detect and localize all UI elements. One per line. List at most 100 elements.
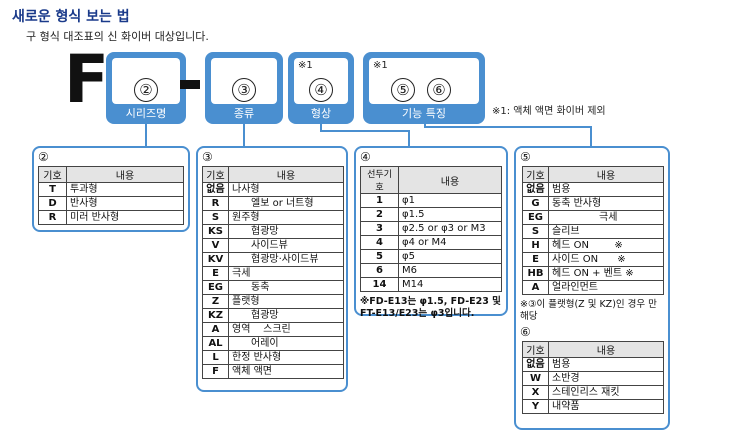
function-number-6: ⑥ — [427, 78, 451, 102]
code-cell: E — [522, 252, 549, 267]
shape-footnote-2: FT-E13/E23는 φ3입니다. — [360, 308, 475, 319]
content-cell: 범용 — [548, 182, 664, 197]
content-cell: 협광망 — [228, 308, 344, 323]
code-box-shape: ※1 ④ 형상 — [288, 52, 354, 124]
code-cell: 14 — [360, 277, 399, 292]
content-cell: 범용 — [548, 357, 664, 372]
code-cell: KV — [202, 252, 229, 267]
code-cell: X — [522, 385, 549, 400]
code-cell: Z — [202, 294, 229, 309]
content-cell: 투과형 — [66, 182, 184, 197]
table-header-row: 기호 내용 — [202, 166, 344, 183]
content-cell: 사이드뷰 — [228, 238, 344, 253]
content-cell: φ1.5 — [398, 207, 502, 222]
content-cell: 어레이 — [228, 336, 344, 351]
content-cell: 슬리브 — [548, 224, 664, 239]
code-cell: R — [38, 210, 67, 225]
content-cell: 반사형 — [66, 196, 184, 211]
page-title: 새로운 형식 보는 법 — [12, 9, 130, 25]
code-dash — [180, 80, 200, 89]
code-cell: Y — [522, 399, 549, 414]
col-content: 내용 — [398, 166, 502, 194]
content-cell: 미러 반사형 — [66, 210, 184, 225]
table-header-row: 기호 내용 — [38, 166, 184, 183]
code-cell: 1 — [360, 193, 399, 208]
content-cell: 원주형 — [228, 210, 344, 225]
code-cell: H — [522, 238, 549, 253]
content-cell: 극세 — [548, 210, 664, 225]
content-cell: 내약품 — [548, 399, 664, 414]
type-label: 종류 — [233, 107, 255, 120]
shape-label: 형상 — [310, 107, 332, 120]
connector-shape-down — [408, 130, 410, 146]
col-code: 기호 — [522, 166, 549, 183]
table-header-row: 선두기호 내용 — [360, 166, 502, 194]
code-cell: G — [522, 196, 549, 211]
series-label: 시리즈명 — [125, 107, 167, 120]
code-cell: 2 — [360, 207, 399, 222]
code-box-series: ② 시리즈명 — [106, 52, 186, 124]
col-code: 기호 — [38, 166, 67, 183]
code-cell: A — [202, 322, 229, 337]
content-cell: 협광망·사이드뷰 — [228, 252, 344, 267]
content-cell: φ1 — [398, 193, 502, 208]
shape-footnote-1: ※FD-E13는 φ1.5, FD-E23 및 — [360, 296, 501, 307]
table-header-row: 기호 내용 — [522, 166, 664, 183]
code-cell: 4 — [360, 235, 399, 250]
table-header-row: 기호 내용 — [522, 341, 664, 358]
col-code: 기호 — [202, 166, 229, 183]
code-cell: L — [202, 350, 229, 365]
code-cell: W — [522, 371, 549, 386]
code-cell: V — [202, 238, 229, 253]
col-content: 내용 — [66, 166, 184, 183]
code-cell: S — [202, 210, 229, 225]
connector-shape-h — [320, 130, 410, 132]
connector-shape-v — [320, 124, 322, 132]
connector-function-h — [424, 126, 592, 128]
panel-function-head: ⑤ — [520, 150, 531, 164]
content-cell: 스테인리스 재킷 — [548, 385, 664, 400]
panel-feature-head: ⑥ — [520, 325, 531, 339]
content-cell: 헤드 ON + 벤트 ※ — [548, 266, 664, 281]
code-cell: 5 — [360, 249, 399, 264]
content-cell: 동축 반사형 — [548, 196, 664, 211]
code-cell: 6 — [360, 263, 399, 278]
code-cell: 3 — [360, 221, 399, 236]
content-cell: φ2.5 or φ3 or M3 — [398, 221, 502, 236]
shape-note-mark: ※1 — [298, 60, 313, 71]
content-cell: 소반경 — [548, 371, 664, 386]
content-cell: 극세 — [228, 266, 344, 281]
connector-series — [145, 124, 147, 146]
content-cell: φ5 — [398, 249, 502, 264]
